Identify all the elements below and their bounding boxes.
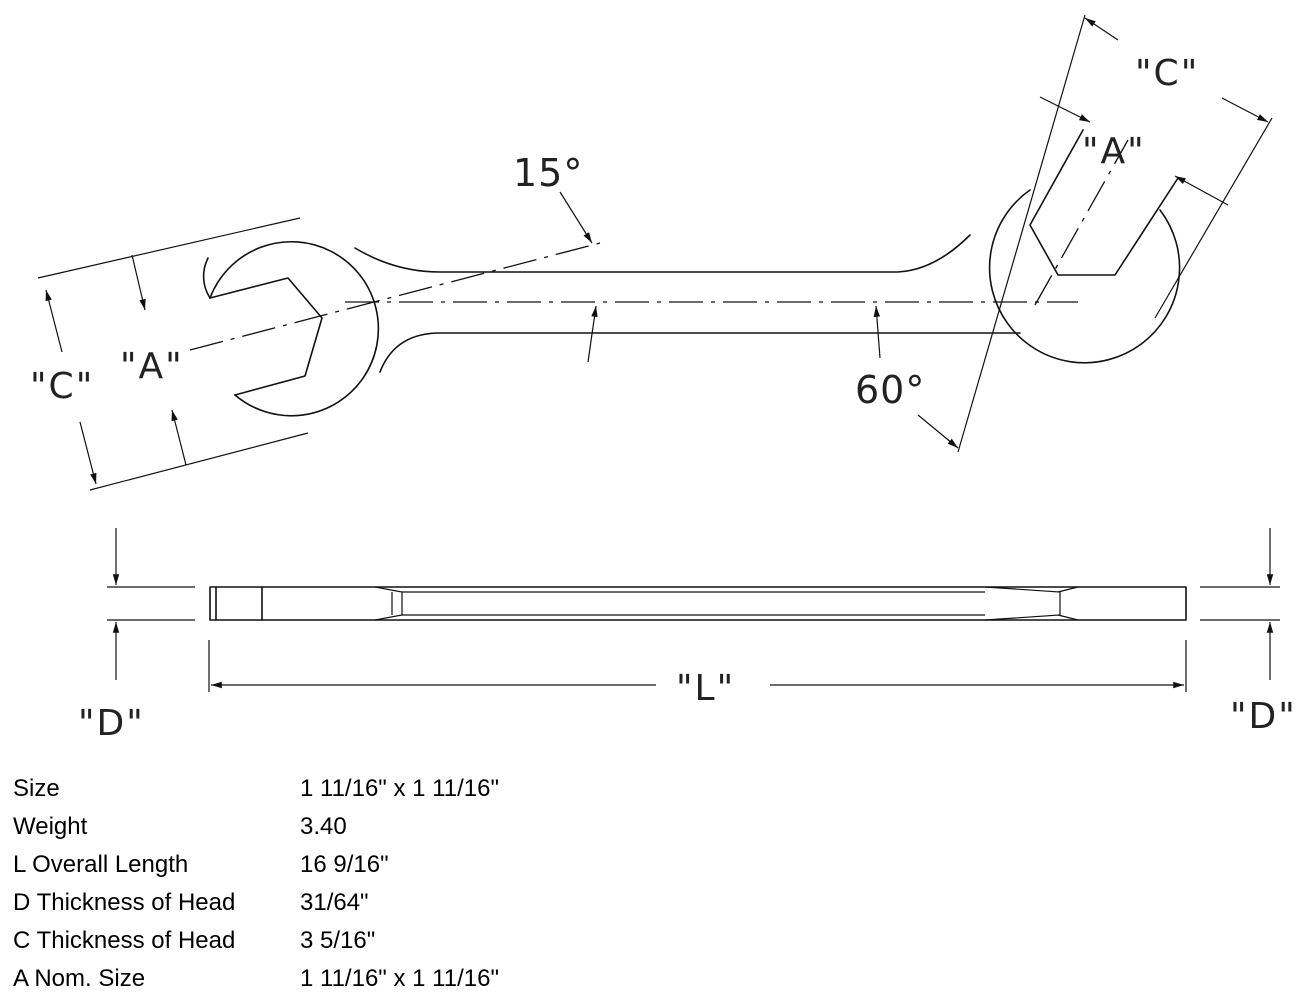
right-c-label: "C" [1135,53,1199,94]
left-c-dimension [37,217,309,491]
spec-row-size: Size 1 11/16" x 1 11/16" [13,770,499,808]
spec-row-d-thickness: D Thickness of Head 31/64" [13,884,499,922]
right-d-dimension [1200,528,1280,680]
spec-table: Size 1 11/16" x 1 11/16" Weight 3.40 L O… [13,770,499,998]
angle-60-arrow [917,414,959,449]
spec-value: 16 9/16" [300,851,389,878]
right-a-label: "A" [1082,131,1146,172]
left-c-label: "C" [30,366,94,407]
spec-row-nom-size: A Nom. Size 1 11/16" x 1 11/16" [13,960,499,998]
left-d-dimension [107,528,195,680]
wrench-handle [354,234,1021,373]
spec-label: D Thickness of Head [13,889,236,916]
spec-value: 1 11/16" x 1 11/16" [300,965,499,992]
angle-15-label: 15° [513,151,583,195]
wrench-technical-drawing: "C" "A" "C" "A" 15° 60° [30,14,1297,744]
left-d-label: "D" [78,703,145,744]
angle-15-arrow [559,191,593,244]
left-head-axis [189,242,601,351]
spec-label: A Nom. Size [13,965,146,992]
wrench-top-view: "C" "A" "C" "A" 15° 60° [30,14,1273,491]
spec-label: Weight [13,813,88,840]
l-label: "L" [676,668,735,709]
spec-value: 31/64" [300,889,369,916]
spec-value: 3.40 [300,813,347,840]
left-wrench-head [202,240,380,417]
right-head-axis [1034,139,1129,306]
handle-tick-left [587,305,598,363]
handle-tick-right [873,305,881,359]
right-c-dimension [957,14,1273,453]
spec-row-weight: Weight 3.40 [13,808,499,846]
spec-label: C Thickness of Head [13,927,236,954]
wrench-side-view: "L" "D" "D" [78,528,1297,744]
spec-row-overall-length: L Overall Length 16 9/16" [13,846,499,884]
spec-label: L Overall Length [13,851,189,878]
right-d-label: "D" [1230,696,1297,737]
spec-value: 3 5/16" [300,927,376,954]
l-dimension [208,640,1187,692]
spec-value: 1 11/16" x 1 11/16" [300,775,499,802]
spec-label: Size [13,775,60,802]
left-a-label: "A" [120,346,184,387]
angle-60-label: 60° [855,368,925,412]
spec-row-c-thickness: C Thickness of Head 3 5/16" [13,922,499,960]
